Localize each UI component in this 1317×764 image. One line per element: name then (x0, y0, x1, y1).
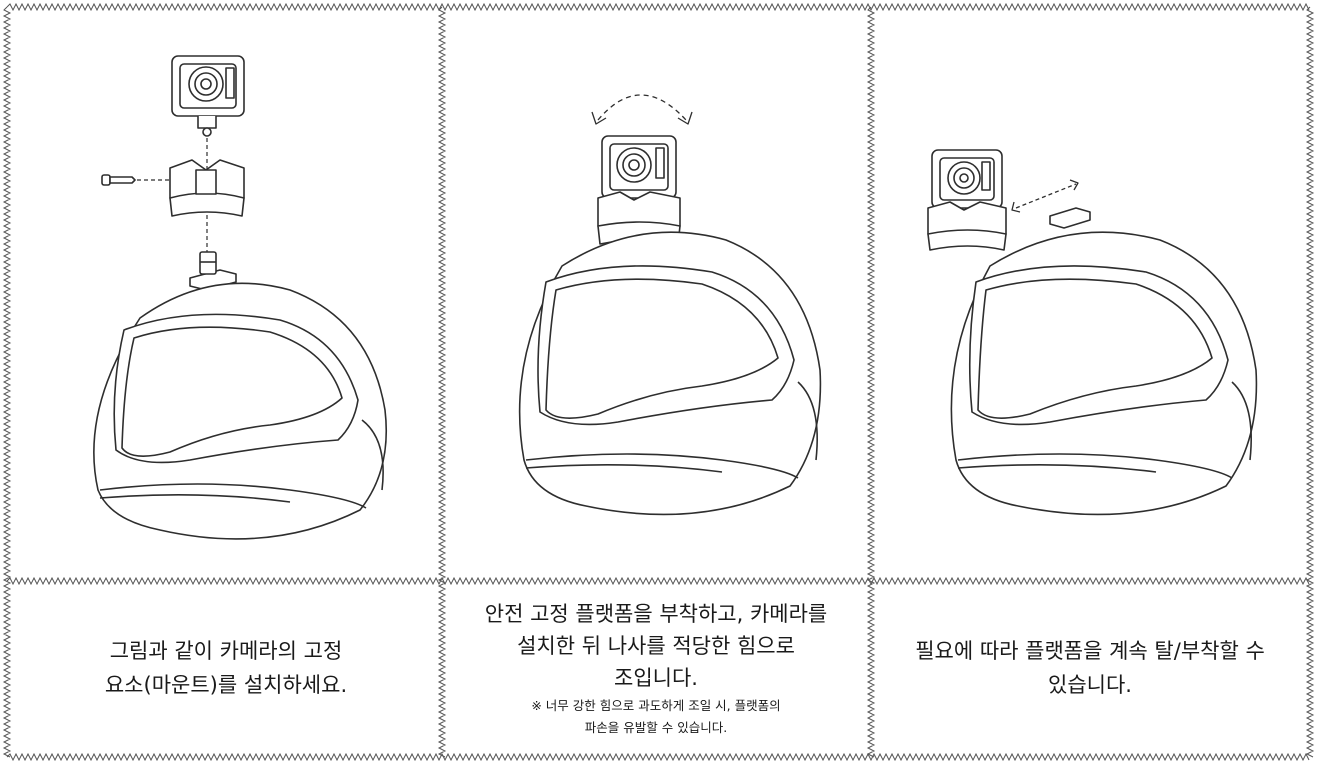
action-camera-icon (601, 135, 677, 199)
helmet-icon (950, 231, 1258, 516)
warning-note-line: ※ 너무 강한 힘으로 과도하게 조일 시, 플랫폼의 (531, 698, 781, 713)
caption-line: 필요에 따라 플랫폼을 계속 탈/부착할 수 (915, 639, 1265, 663)
base-mount-icon (1049, 207, 1091, 229)
warning-note-line: 파손을 유발할 수 있습니다. (584, 720, 728, 735)
caption-line: 그림과 같이 카메라의 고정 (109, 639, 343, 663)
step3-illustration (927, 149, 1258, 516)
action-camera-icon (171, 55, 245, 137)
caption-line: 조입니다. (614, 666, 698, 690)
screw-icon (101, 174, 136, 186)
step1-caption: 그림과 같이 카메라의 고정 요소(마운트)를 설치하세요. (14, 586, 438, 750)
caption-line: 설치한 뒤 나사를 적당한 힘으로 (517, 634, 795, 658)
helmet-icon (93, 282, 388, 540)
caption-line: 요소(마운트)를 설치하세요. (104, 673, 348, 697)
caption-line: 있습니다. (1048, 673, 1132, 697)
step1-illustration (93, 55, 388, 540)
cradle-mount-icon (169, 159, 245, 217)
attach-detach-arrow-icon (1011, 179, 1079, 213)
rotation-arrow-icon (591, 94, 693, 125)
step2-caption: 안전 고정 플랫폼을 부착하고, 카메라를 설치한 뒤 나사를 적당한 힘으로 … (446, 586, 866, 750)
action-camera-icon (931, 149, 1003, 209)
cradle-mount-icon (927, 201, 1007, 251)
step2-illustration (518, 94, 822, 516)
step3-caption: 필요에 따라 플랫폼을 계속 탈/부착할 수 있습니다. (876, 586, 1304, 750)
caption-line: 안전 고정 플랫폼을 부착하고, 카메라를 (484, 602, 828, 626)
helmet-icon (518, 231, 822, 516)
